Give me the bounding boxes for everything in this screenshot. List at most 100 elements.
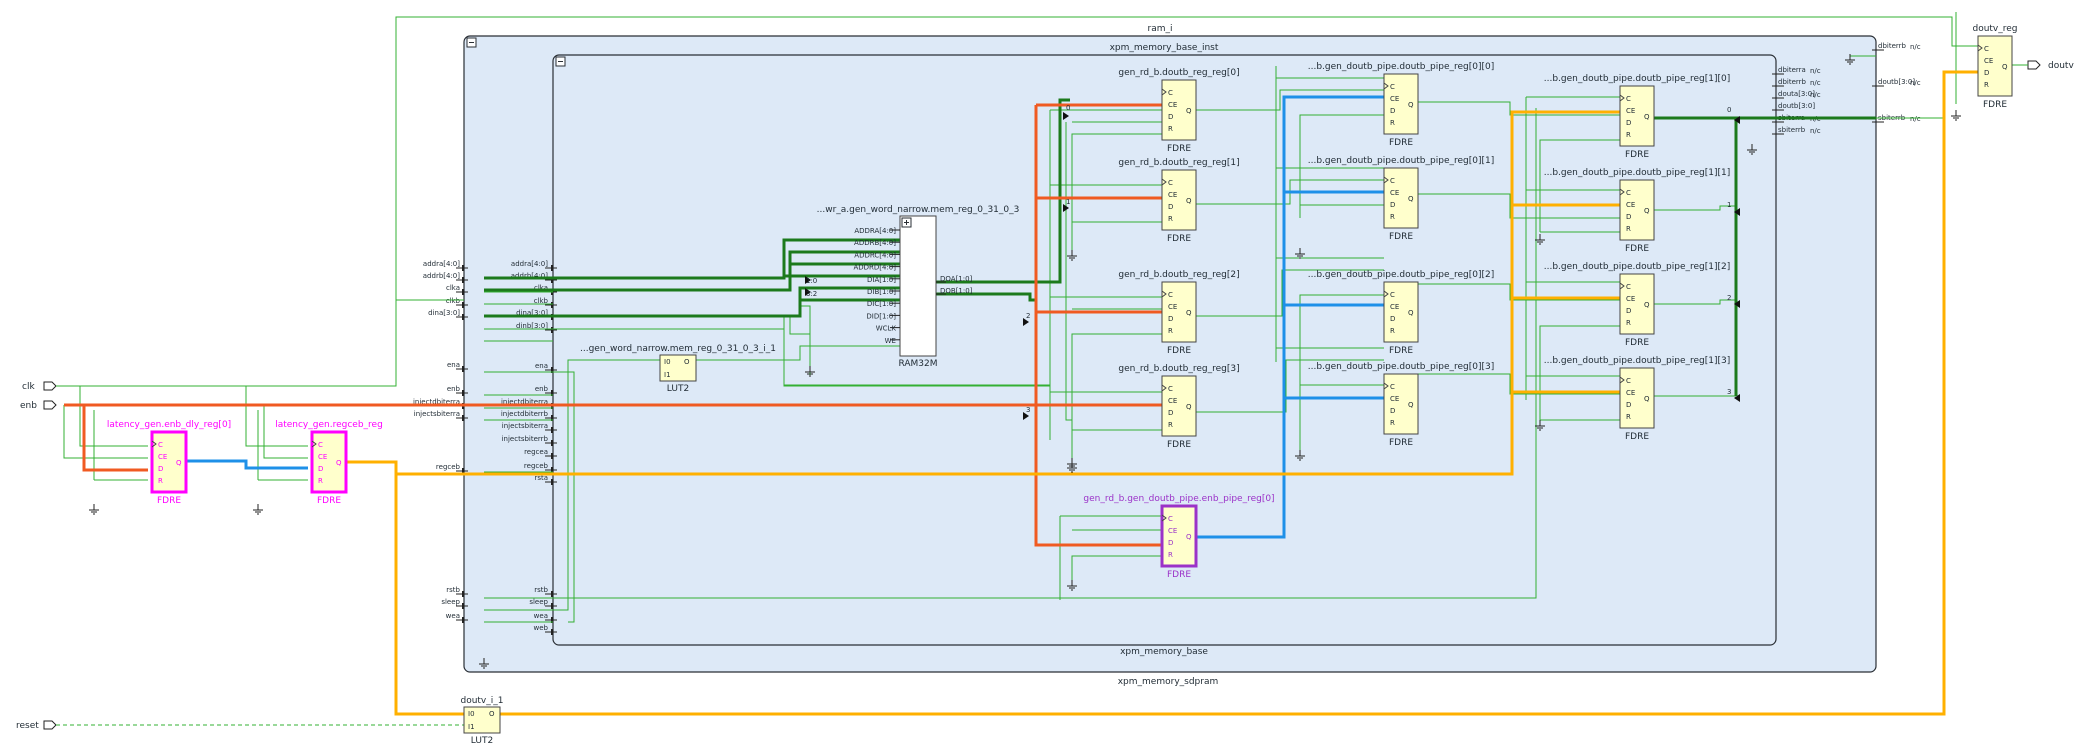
pin-label: douta[3:0]	[1778, 90, 1815, 98]
ram-bits-1: 3:2	[806, 290, 817, 298]
ff-pin-label: C	[1168, 89, 1173, 97]
xpm-memory-base-block[interactable]	[552, 54, 1777, 646]
ground-icon	[1295, 248, 1305, 259]
ff-rd-reg-2-name: gen_rd_b.doutb_reg_reg[2]	[1118, 270, 1239, 280]
ff-pin-q: Q	[176, 459, 182, 467]
ff-pin-label: CE	[1168, 101, 1177, 109]
ground-icon	[1535, 234, 1545, 245]
ff-pin-label: C	[1390, 177, 1395, 185]
ram-bits-0: 1:0	[806, 277, 817, 285]
ff-pipe1-reg-0[interactable]: CCEDRQ...b.gen_doutb_pipe.doutb_pipe_reg…	[1544, 74, 1730, 160]
ff-pipe1-reg-1-name: ...b.gen_doutb_pipe.doutb_pipe_reg[1][1]	[1544, 168, 1730, 178]
out-bit-1: 1	[1727, 201, 1731, 209]
ram-input-label: WE	[885, 337, 896, 345]
ff-pin-label: D	[1168, 409, 1173, 417]
ff-pipe1-reg-3[interactable]: CCEDRQ...b.gen_doutb_pipe.doutb_pipe_reg…	[1544, 356, 1730, 442]
ff-pin-label: D	[1626, 119, 1631, 127]
port-enb[interactable]: enb	[20, 400, 57, 411]
ram-input-label: ADDRA[4:0]	[854, 227, 896, 235]
pin-label: dbiterrb	[1778, 78, 1807, 86]
pin-label: addrb[4:0]	[511, 272, 548, 280]
pin-label: wea	[446, 612, 460, 620]
pin-label: addra[4:0]	[423, 260, 460, 268]
lut-inner-pin-o: O	[684, 358, 690, 366]
ff-pipe1-reg-1[interactable]: CCEDRQ...b.gen_doutb_pipe.doutb_pipe_reg…	[1544, 168, 1730, 254]
ff-pin-label: CE	[1168, 527, 1177, 535]
ff-pipe0-reg-1[interactable]: CCEDRQ...b.gen_doutb_pipe.doutb_pipe_reg…	[1308, 156, 1494, 242]
port-doutv[interactable]: doutv	[2027, 60, 2074, 71]
port-reset[interactable]: reset	[16, 720, 57, 731]
pin-label: ena	[447, 361, 460, 369]
flip-flops: CCEDRQgen_rd_b.doutb_reg_reg[0]FDRECCEDR…	[107, 24, 2018, 580]
ff-pipe1-reg-2[interactable]: CCEDRQ...b.gen_doutb_pipe.doutb_pipe_reg…	[1544, 262, 1730, 348]
pin-label: doutb[3:0]	[1778, 102, 1815, 110]
ff-rd-reg-0-type: FDRE	[1167, 144, 1191, 154]
pin-label: addra[4:0]	[511, 260, 548, 268]
ff-pipe0-reg-3[interactable]: CCEDRQ...b.gen_doutb_pipe.doutb_pipe_reg…	[1308, 362, 1494, 448]
ff-pipe0-reg-1-name: ...b.gen_doutb_pipe.doutb_pipe_reg[0][1]	[1308, 156, 1494, 166]
ff-pin-q: Q	[1408, 401, 1414, 409]
ff-rd-reg-3-type: FDRE	[1167, 440, 1191, 450]
ff-pin-q: Q	[1644, 207, 1650, 215]
pin-label: injectsbiterra	[502, 422, 548, 430]
ff-doutv-reg-name: doutv_reg	[1972, 24, 2017, 34]
pin-label: sbiterrb	[1778, 126, 1806, 134]
ff-latency-regceb-reg-name: latency_gen.regceb_reg	[275, 420, 383, 430]
ground-icon	[1951, 110, 1961, 121]
pin-label: rstb	[534, 586, 548, 594]
ff-pin-label: R	[1626, 131, 1631, 139]
ground-icon	[1067, 462, 1077, 473]
lut-outer-pin-i0: I0	[468, 710, 475, 718]
ff-pin-label: C	[1390, 291, 1395, 299]
ground-symbols	[89, 54, 1961, 669]
ff-pin-label: CE	[1984, 57, 1993, 65]
ram32m-cell[interactable]: ...wr_a.gen_word_narrow.mem_reg_0_31_0_3…	[817, 205, 1020, 369]
ff-pin-label: D	[1626, 401, 1631, 409]
ff-enb-pipe-reg[interactable]: CCEDRQgen_rd_b.gen_doutb_pipe.enb_pipe_r…	[1083, 494, 1274, 580]
ff-pin-label: D	[1626, 213, 1631, 221]
pin-nc: n/c	[1910, 43, 1921, 51]
pin-label: dbiterrb	[1878, 42, 1907, 50]
pin-label: rsta	[534, 474, 548, 482]
lut-inner-pin-i0: I0	[664, 358, 671, 366]
ff-pin-label: R	[1390, 327, 1395, 335]
tap-bit-0: 0	[1066, 104, 1070, 112]
ff-pin-label: D	[1390, 201, 1395, 209]
lut-outer-type: LUT2	[471, 736, 493, 746]
ff-pipe1-reg-0-name: ...b.gen_doutb_pipe.doutb_pipe_reg[1][0]	[1544, 74, 1730, 84]
ff-pin-label: D	[1168, 113, 1173, 121]
lut2-inner-cell[interactable]: I0 I1 O ...gen_word_narrow.mem_reg_0_31_…	[580, 344, 776, 394]
ff-pin-label: CE	[1390, 395, 1399, 403]
ground-icon	[1845, 54, 1855, 65]
pin-label: sleep	[529, 598, 548, 606]
ff-pipe0-reg-0[interactable]: CCEDRQ...b.gen_doutb_pipe.doutb_pipe_reg…	[1308, 62, 1494, 148]
ff-pipe0-reg-2[interactable]: CCEDRQ...b.gen_doutb_pipe.doutb_pipe_reg…	[1308, 270, 1494, 356]
pin-label: web	[534, 624, 549, 632]
ff-doutv-reg-type: FDRE	[1983, 100, 2007, 110]
xpm-memory-base-label: xpm_memory_base	[1120, 647, 1208, 657]
port-clk[interactable]: clk	[22, 381, 57, 392]
port-enb-label: enb	[20, 401, 37, 411]
ff-pin-label: R	[1390, 419, 1395, 427]
ff-rd-reg-3-name: gen_rd_b.doutb_reg_reg[3]	[1118, 364, 1239, 374]
xpm-memory-base-inst-label: xpm_memory_base_inst	[1110, 43, 1219, 53]
ff-latency-enb-dly-reg-name: latency_gen.enb_dly_reg[0]	[107, 420, 231, 430]
pin-label: clkb	[534, 297, 549, 305]
ram-input-label: DIA[1:0]	[867, 276, 896, 284]
ff-pin-label: R	[1390, 213, 1395, 221]
ff-pin-label: C	[1626, 283, 1631, 291]
ff-pin-label: C	[1168, 291, 1173, 299]
lut2-outer-cell[interactable]: I0 I1 O doutv_i_1 LUT2	[460, 696, 503, 746]
ff-pin-q: Q	[1644, 113, 1650, 121]
ff-pin-label: CE	[1168, 191, 1177, 199]
ff-pin-q: Q	[1408, 309, 1414, 317]
xpm-memory-sdpram-label: xpm_memory_sdpram	[1118, 677, 1219, 687]
